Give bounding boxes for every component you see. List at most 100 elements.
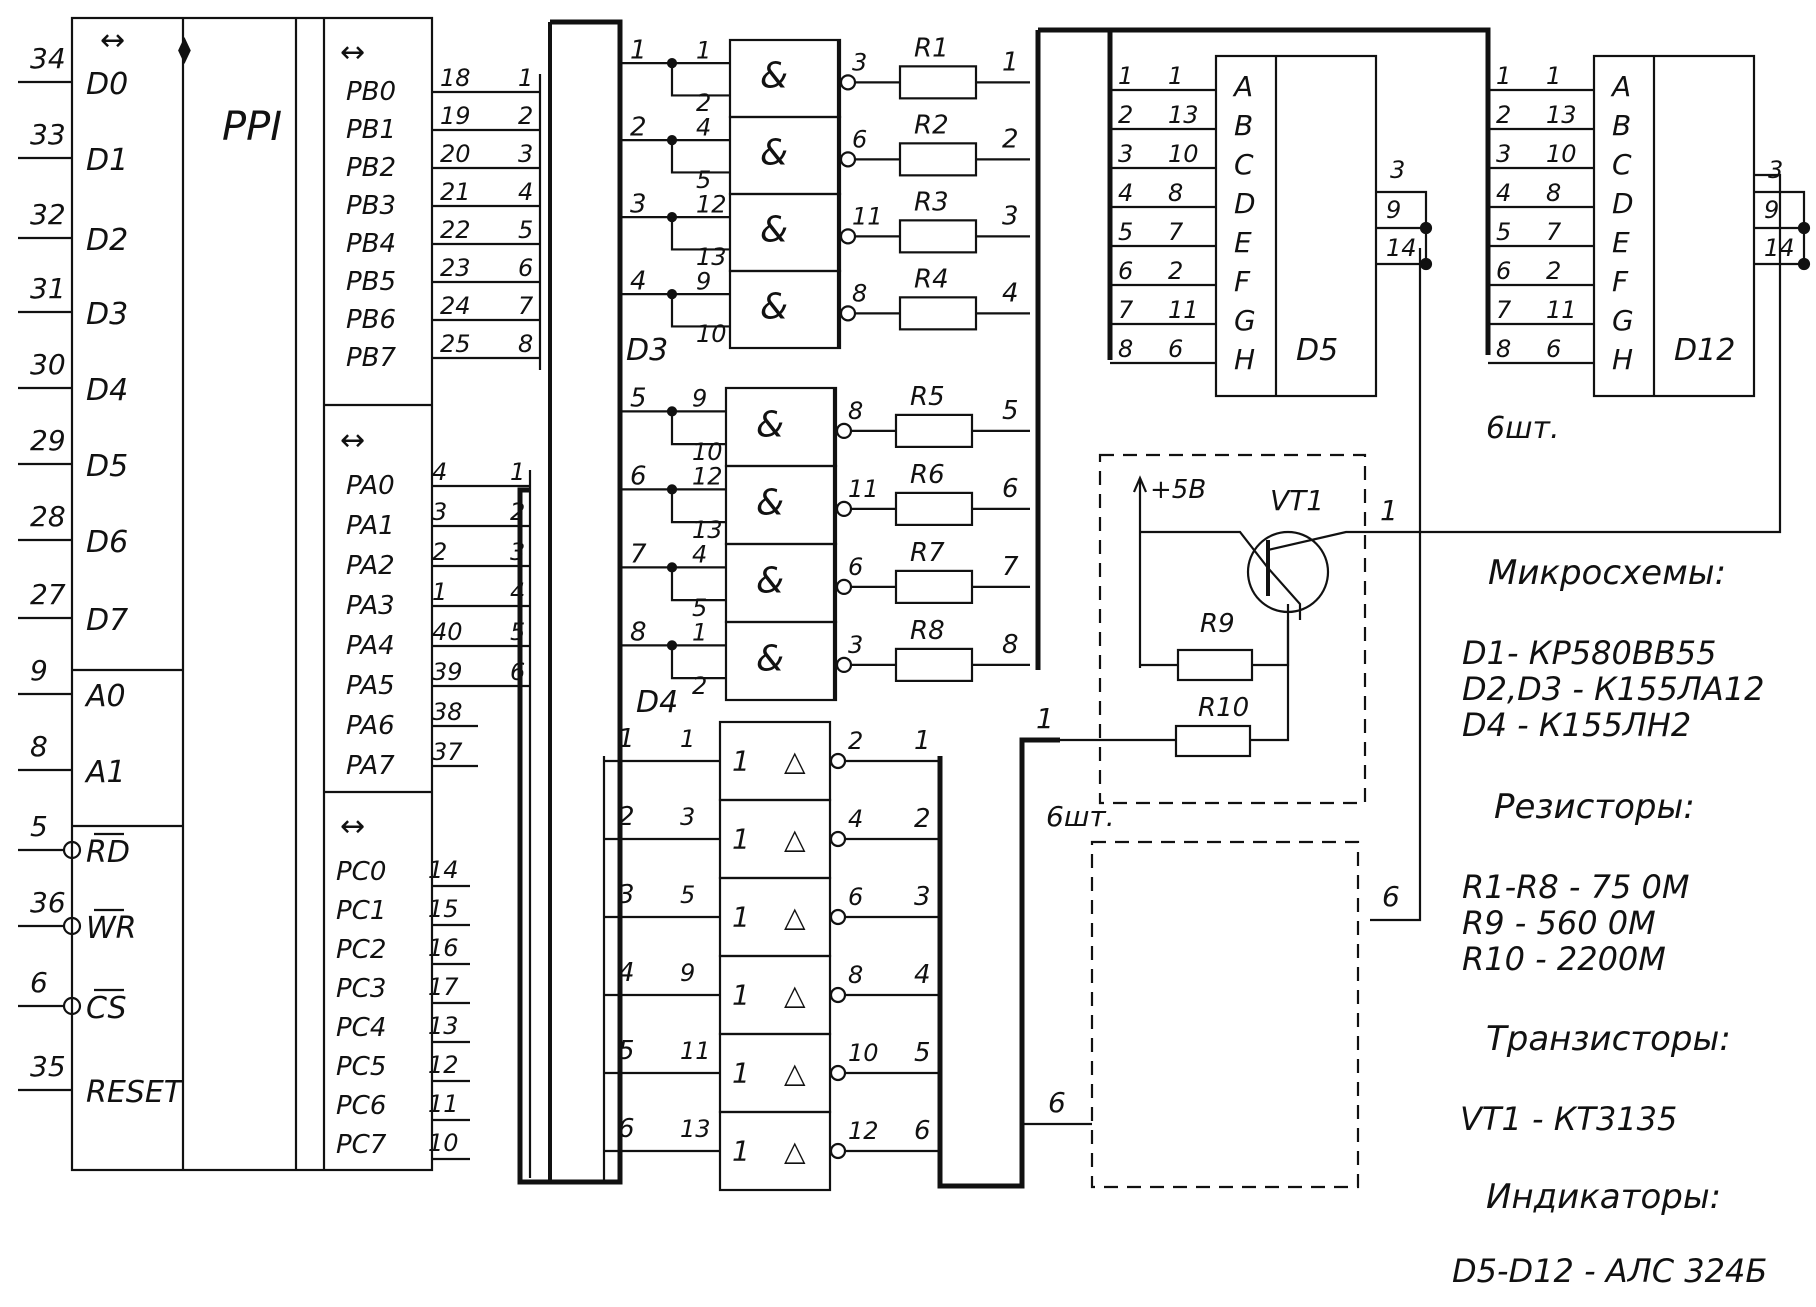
pa-pin-number: 1	[432, 578, 447, 606]
pa-pin-name: PA4	[346, 631, 395, 661]
vt1-output-wire	[1267, 173, 1782, 552]
repeat-dashed-box	[1090, 840, 1360, 1189]
bus-tap-number: 1	[630, 35, 647, 65]
bus-tap-number: 6	[618, 1114, 635, 1144]
inverter-bubble-icon	[829, 830, 847, 848]
pc-pin-name: PC2	[336, 935, 386, 965]
indicator-pin-number: 8	[1546, 179, 1561, 207]
transistor-count: 6шт.	[1046, 800, 1115, 833]
bus-tap-number: 7	[630, 540, 647, 570]
legend-indicator-entry: D5-D12 - АЛС 324Б	[1452, 1252, 1767, 1290]
inverter-gate-symbol: 1	[732, 1056, 750, 1089]
d1-pin-name: D7	[86, 603, 128, 638]
junction-dot	[1797, 221, 1811, 235]
indicator-wire-number: 8	[1496, 335, 1511, 363]
gate-pin-number: 4	[692, 541, 707, 569]
pc-pin-number: 10	[428, 1129, 459, 1157]
pa-pin-name: PA0	[346, 471, 395, 501]
buffer-triangle-icon: △	[784, 1056, 806, 1089]
d1-pin-name: RESET	[86, 1075, 185, 1110]
gate-block-title: D4	[636, 685, 678, 720]
gate-pin-number: 5	[696, 166, 711, 194]
nand-gate-symbol: &	[756, 482, 784, 523]
d1-left-pins: 34D033D132D231D330D429D528D627D79A08A15R…	[18, 42, 185, 1110]
d1-pin-number: 6	[30, 966, 48, 999]
bus-tap-number: 1	[618, 724, 635, 754]
indicator-wire-number: 4	[1118, 179, 1133, 207]
pa-wire-number: 1	[510, 458, 525, 486]
pc-pin-name: PC3	[336, 974, 386, 1004]
pb-wire-number: 2	[518, 102, 533, 130]
pa-pin-number: 3	[432, 498, 447, 526]
d1-pin-number: 30	[30, 348, 66, 381]
buffer-triangle-icon: △	[784, 744, 806, 777]
indicator-pin-number: 8	[1168, 179, 1183, 207]
inverter-gate-symbol: 1	[732, 822, 750, 855]
pb-wire-number: 7	[518, 292, 534, 320]
segment-label: E	[1234, 226, 1252, 259]
gate-pin-number: 1	[692, 619, 707, 647]
wire-6-label-a: 6	[1382, 880, 1400, 913]
pa-pin-number: 37	[432, 738, 463, 766]
resistor-symbol	[894, 491, 974, 526]
indicator-title: D12	[1674, 333, 1735, 368]
inverter-output-pin: 6	[848, 883, 863, 911]
inverter-gate-symbol: 1	[732, 744, 750, 777]
segment-label: D	[1234, 187, 1256, 220]
gate-input-wire	[670, 217, 730, 251]
legend-chip-entry: D2,D3 - К155ЛА12	[1462, 670, 1765, 708]
resistor-symbol	[894, 647, 974, 683]
indicator-wire-number: 3	[1496, 140, 1511, 168]
vt1-emitter-wire	[1140, 530, 1269, 569]
inverter-output-pin: 4	[848, 805, 863, 833]
wire-number: 4	[914, 960, 931, 990]
indicator-wire-number: 7	[1496, 296, 1512, 324]
resistor-symbol	[898, 142, 978, 177]
pb-pin-name: PB7	[346, 343, 397, 373]
direction-diamond-icon: ⧫	[178, 35, 191, 65]
resistor-symbol	[898, 65, 978, 100]
d1-pin-number: 35	[30, 1050, 66, 1083]
indicator-out-pin: 3	[1390, 156, 1405, 184]
inverter-bubble-icon	[829, 986, 847, 1004]
buffer-triangle-icon: △	[784, 822, 806, 855]
gate-output-pin: 6	[852, 125, 867, 153]
d1-pin-name: RD	[86, 835, 130, 870]
inverter-bubble-icon	[829, 1064, 847, 1082]
legend-chip-entry: D1- КР580ВВ55	[1462, 634, 1716, 672]
pa-pin-number: 2	[432, 538, 447, 566]
inverter-bubble-icon	[835, 500, 853, 517]
d1-pin-name: D1	[86, 143, 128, 178]
resistor-symbol	[898, 219, 978, 254]
gate-pin-number: 2	[696, 89, 711, 117]
legend-resistor-entry: R1-R8 - 75 0М	[1462, 868, 1689, 906]
indicator-count: 6шт.	[1486, 411, 1560, 446]
d1-pin-number: 33	[30, 118, 66, 151]
nand-gate-body	[724, 620, 838, 702]
indicator-pin-number: 1	[1168, 62, 1183, 90]
buffer-triangle-icon: △	[784, 1134, 806, 1167]
wire-number: 2	[914, 804, 931, 834]
r10-input-wire-label: 1	[1036, 702, 1054, 735]
bus-c	[937, 737, 1060, 1189]
inverter-bubble-icon	[835, 578, 853, 596]
indicator-pin-number: 1	[1546, 62, 1561, 90]
pc-pin-number: 14	[428, 856, 459, 884]
indicator-out-pin: 9	[1764, 196, 1779, 224]
d1-pin-number: 9	[30, 654, 48, 687]
bus-tap-number: 4	[618, 958, 635, 988]
pc-pin-number: 15	[428, 895, 459, 923]
d1-pin-number: 28	[30, 500, 66, 533]
resistor-label: R5	[910, 382, 945, 412]
d5-return-wire	[1370, 248, 1422, 922]
indicator-pin-number: 2	[1168, 257, 1183, 285]
bus-tap-number: 5	[618, 1036, 635, 1066]
d1-pin-number: 31	[30, 272, 66, 305]
legend-chips-title: Микросхемы:	[1488, 553, 1726, 593]
inverter-gate-symbol: 1	[732, 900, 750, 933]
gate-input-wire	[670, 140, 730, 174]
supply-label: +5В	[1150, 475, 1206, 505]
wire-number: 7	[1002, 552, 1019, 582]
